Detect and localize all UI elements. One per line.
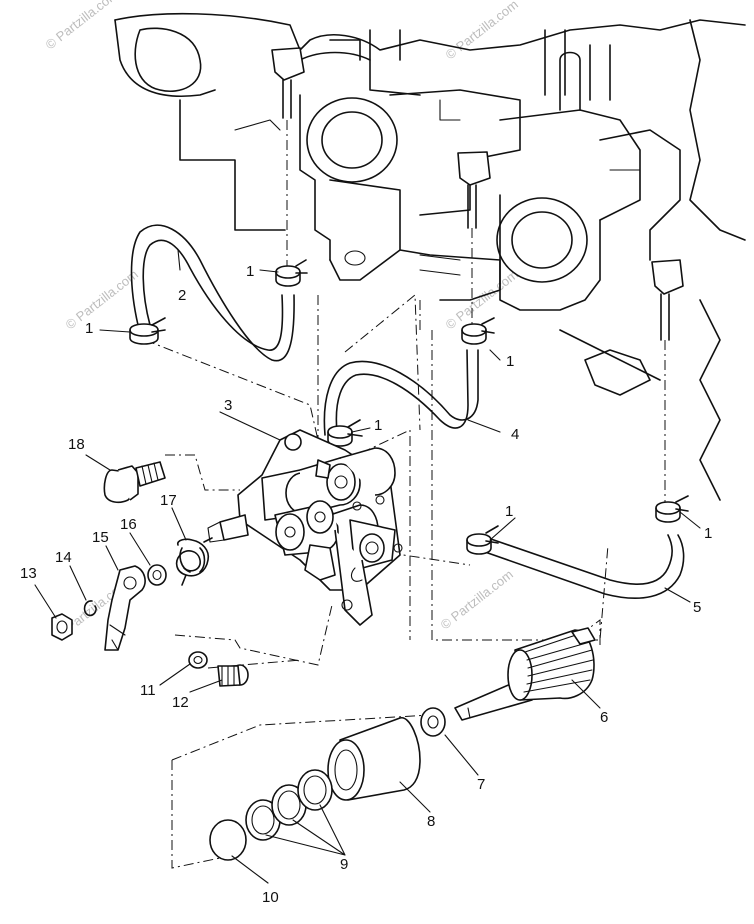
sleeve-8 [327, 717, 421, 801]
callout-1: 1 [374, 417, 382, 434]
hose-fitting [651, 259, 684, 341]
hose-fitting [457, 151, 491, 229]
callout-1: 1 [246, 263, 254, 280]
callout-9: 9 [340, 856, 348, 873]
oil-hose-2-inner [142, 239, 284, 351]
banjo-bolt-18 [103, 461, 166, 504]
washer-16 [147, 564, 167, 586]
oil-hose-2 [130, 224, 295, 362]
callout-14: 14 [55, 549, 72, 566]
callout-4: 4 [511, 426, 519, 443]
callout-13: 13 [20, 565, 37, 582]
callout-17: 17 [160, 492, 177, 509]
oil-hose-4-inner [335, 349, 469, 433]
callout-8: 8 [427, 813, 435, 830]
pump-lever-15 [104, 565, 146, 651]
engine-block [114, 12, 746, 501]
leader-lines [34, 249, 701, 884]
hose-clamp [466, 525, 499, 555]
watermark: © Partzilla.com [63, 267, 141, 333]
callout-1: 1 [704, 525, 712, 542]
callout-11: 11 [140, 682, 156, 699]
return-spring-17 [175, 537, 213, 586]
callout-3: 3 [224, 397, 232, 414]
snap-ring-10 [209, 819, 247, 861]
nut-13 [51, 613, 73, 641]
callout-12: 12 [172, 694, 189, 711]
hose-clamp [655, 495, 689, 523]
clip-14 [83, 600, 97, 617]
callout-10: 10 [262, 889, 279, 906]
drive-gear-6 [454, 627, 596, 721]
oil-hose-4 [323, 349, 479, 436]
hose-clamp [129, 317, 166, 345]
oil-hose-5-inner [484, 534, 685, 600]
watermark: © Partzilla.com [443, 0, 521, 62]
hose-clamp [461, 317, 495, 345]
callout-labels: 1 1 1 1 1 1 2 3 4 5 6 7 8 9 10 11 12 13 … [20, 263, 712, 906]
washer-7 [420, 707, 446, 737]
callout-7: 7 [477, 776, 485, 793]
hose-fitting [271, 47, 305, 119]
callout-5: 5 [693, 599, 701, 616]
oil-hose-5 [487, 534, 673, 586]
callout-15: 15 [92, 529, 109, 546]
callout-16: 16 [120, 516, 137, 533]
callout-6: 6 [600, 709, 608, 726]
callout-1: 1 [506, 353, 514, 370]
hose-clamp [275, 259, 308, 287]
oil-pump [207, 429, 403, 626]
callout-18: 18 [68, 436, 85, 453]
watermark: © Partzilla.com [438, 567, 516, 633]
screw-12 [217, 664, 249, 687]
callout-1: 1 [505, 503, 513, 520]
washer-11 [188, 651, 208, 669]
watermark: © Partzilla.com [43, 0, 121, 52]
hose-clamp [327, 419, 363, 447]
callout-1: 1 [85, 320, 93, 337]
o-ring-9 [245, 769, 333, 841]
callout-2: 2 [178, 287, 186, 304]
